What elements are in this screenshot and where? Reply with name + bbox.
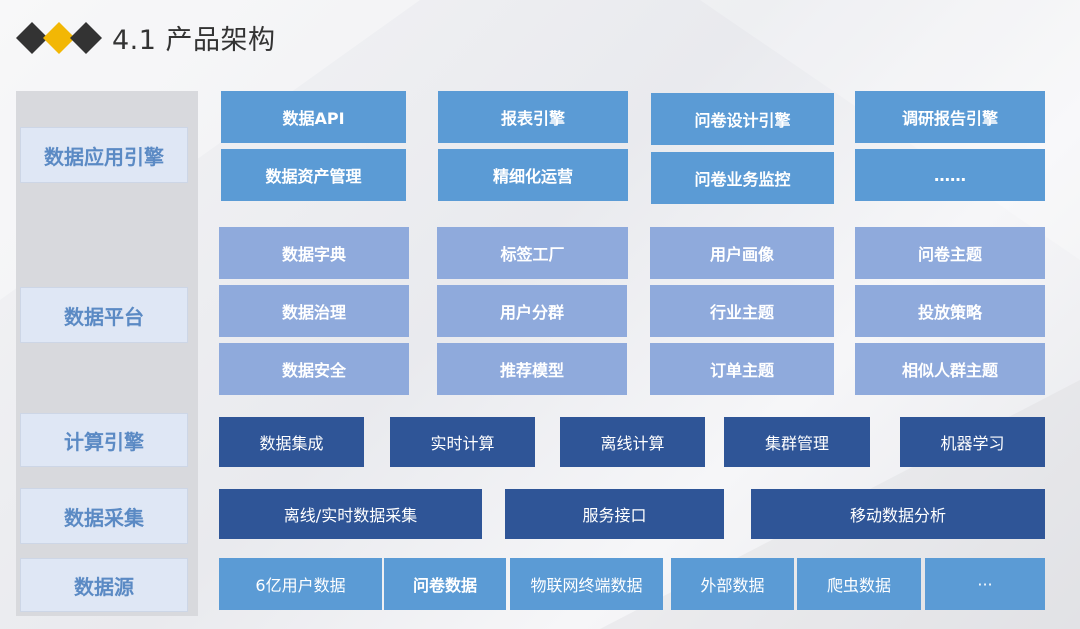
page-title: 4.1 产品架构 — [112, 25, 276, 56]
layer-label-collect: 数据采集 — [20, 488, 188, 544]
app-more: …… — [855, 149, 1045, 201]
source-crawler-data: 爬虫数据 — [797, 558, 921, 610]
collect-mobile-analytics: 移动数据分析 — [751, 489, 1045, 539]
layer-label-platform: 数据平台 — [20, 287, 188, 343]
layer-label-application: 数据应用引擎 — [20, 127, 188, 183]
source-external-data: 外部数据 — [671, 558, 794, 610]
layer-label-source: 数据源 — [20, 558, 188, 612]
plat-survey-topic: 问卷主题 — [855, 227, 1045, 279]
app-survey-design-engine: 问卷设计引擎 — [651, 93, 834, 145]
compute-realtime: 实时计算 — [390, 417, 535, 467]
plat-tag-factory: 标签工厂 — [437, 227, 628, 279]
layer-label-compute: 计算引擎 — [20, 413, 188, 467]
source-survey-data: 问卷数据 — [384, 558, 506, 610]
plat-placement-strategy: 投放策略 — [855, 285, 1045, 337]
compute-machine-learning: 机器学习 — [900, 417, 1045, 467]
compute-offline: 离线计算 — [560, 417, 705, 467]
app-research-report-engine: 调研报告引擎 — [855, 91, 1045, 143]
plat-data-dictionary: 数据字典 — [219, 227, 409, 279]
app-fine-operations: 精细化运营 — [438, 149, 628, 201]
plat-data-governance: 数据治理 — [219, 285, 409, 337]
plat-data-security: 数据安全 — [219, 343, 409, 395]
plat-order-topic: 订单主题 — [650, 343, 834, 395]
source-user-data: 6亿用户数据 — [219, 558, 382, 610]
plat-user-segment: 用户分群 — [437, 285, 627, 337]
collect-service-api: 服务接口 — [505, 489, 724, 539]
collect-offline-realtime: 离线/实时数据采集 — [219, 489, 482, 539]
app-report-engine: 报表引擎 — [438, 91, 628, 143]
source-more: ··· — [925, 558, 1045, 610]
app-survey-monitoring: 问卷业务监控 — [651, 152, 834, 204]
source-iot-data: 物联网终端数据 — [510, 558, 663, 610]
diamond-logo-icon — [16, 22, 102, 54]
plat-user-profile: 用户画像 — [650, 227, 834, 279]
compute-data-integration: 数据集成 — [219, 417, 364, 467]
app-data-api: 数据API — [221, 91, 406, 143]
compute-cluster-management: 集群管理 — [724, 417, 870, 467]
plat-lookalike-topic: 相似人群主题 — [855, 343, 1045, 395]
app-data-asset-management: 数据资产管理 — [221, 149, 406, 201]
plat-recommend-model: 推荐模型 — [437, 343, 627, 395]
plat-industry-topic: 行业主题 — [650, 285, 834, 337]
